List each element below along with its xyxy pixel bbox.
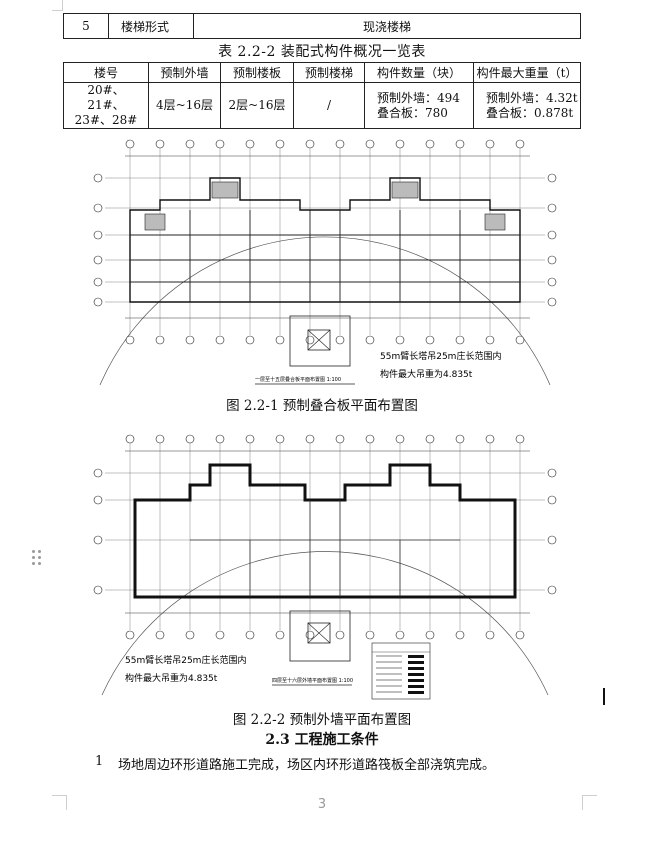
fig2-drawing-title: 四层至十六层外墙平面布置图 1:100 [272, 677, 353, 684]
cell-qty-wall: 预制外墙：494 [377, 90, 460, 105]
crop-mark-bottom-right [582, 795, 597, 810]
col-header-building: 楼号 [63, 62, 149, 83]
section-title: 2.3 工程施工条件 [265, 732, 379, 748]
table-header-row: 楼号 预制外墙 预制楼板 预制楼梯 构件数量（块） 构件最大重量（t） [63, 62, 581, 83]
paragraph-text: 场地周边环形道路施工完成，场区内环形道路筏板全部浇筑完成。 [118, 758, 496, 773]
cell-wall: 4层~16层 [148, 82, 221, 129]
fig2-note-line1: 55m臂长塔吊25m庄长范围内 [125, 654, 246, 666]
cell-qty: 预制外墙：494 叠合板：780 [364, 82, 474, 129]
paragraph-number: 1 [95, 754, 104, 769]
text-cursor [603, 688, 605, 705]
wall-legend [371, 642, 431, 700]
col-header-slab: 预制楼板 [220, 62, 294, 83]
structure-table: 5 楼梯形式 现浇楼梯 [63, 13, 581, 39]
page-number: 3 [317, 797, 327, 812]
table-row: 20#、21#、23#、28# 4层~16层 2层~16层 / 预制外墙：494… [63, 82, 581, 129]
crop-mark-bottom-left [52, 795, 67, 810]
slab-layout-drawing: 55m臂长塔吊25m庄长范围内 构件最大吊重为4.835t 一层至十五层叠合板平… [93, 139, 557, 386]
col-header-qty: 构件数量（块） [364, 62, 474, 83]
cell-weight: 预制外墙：4.32t 叠合板：0.878t [473, 82, 581, 129]
figure1-caption: 图 2.2-1 预制叠合板平面布置图 [226, 398, 418, 414]
col-header-wall: 预制外墙 [148, 62, 221, 83]
crop-mark-top-left [52, 0, 63, 11]
table2-caption: 表 2.2-2 装配式构件概况一览表 [218, 44, 426, 60]
cell-building: 20#、21#、23#、28# [63, 82, 149, 129]
cell-weight-slab: 叠合板：0.878t [486, 105, 574, 120]
drag-handle-icon[interactable] [32, 550, 42, 568]
table1-item: 楼梯形式 [108, 13, 194, 39]
col-header-stair: 预制楼梯 [293, 62, 365, 83]
fig2-note-line2: 构件最大吊重为4.835t [125, 672, 218, 684]
table1-value: 现浇楼梯 [193, 13, 581, 39]
cell-slab: 2层~16层 [220, 82, 294, 129]
cell-qty-slab: 叠合板：780 [377, 105, 448, 120]
table1-no: 5 [63, 13, 109, 39]
figure2-caption: 图 2.2-2 预制外墙平面布置图 [232, 712, 412, 728]
prefab-components-table: 楼号 预制外墙 预制楼板 预制楼梯 构件数量（块） 构件最大重量（t） 20#、… [63, 62, 581, 129]
fig1-drawing-title: 一层至十五层叠合板平面布置图 1:100 [255, 376, 341, 383]
wall-layout-drawing: 55m臂长塔吊25m庄长范围内 构件最大吊重为4.835t 四层至十六层外墙平面… [93, 434, 557, 700]
fig1-note-line1: 55m臂长塔吊25m庄长范围内 [380, 350, 501, 362]
cell-weight-wall: 预制外墙：4.32t [486, 90, 578, 105]
fig1-note-line2: 构件最大吊重为4.835t [380, 368, 473, 380]
cell-stair: / [293, 82, 365, 129]
col-header-weight: 构件最大重量（t） [473, 62, 581, 83]
